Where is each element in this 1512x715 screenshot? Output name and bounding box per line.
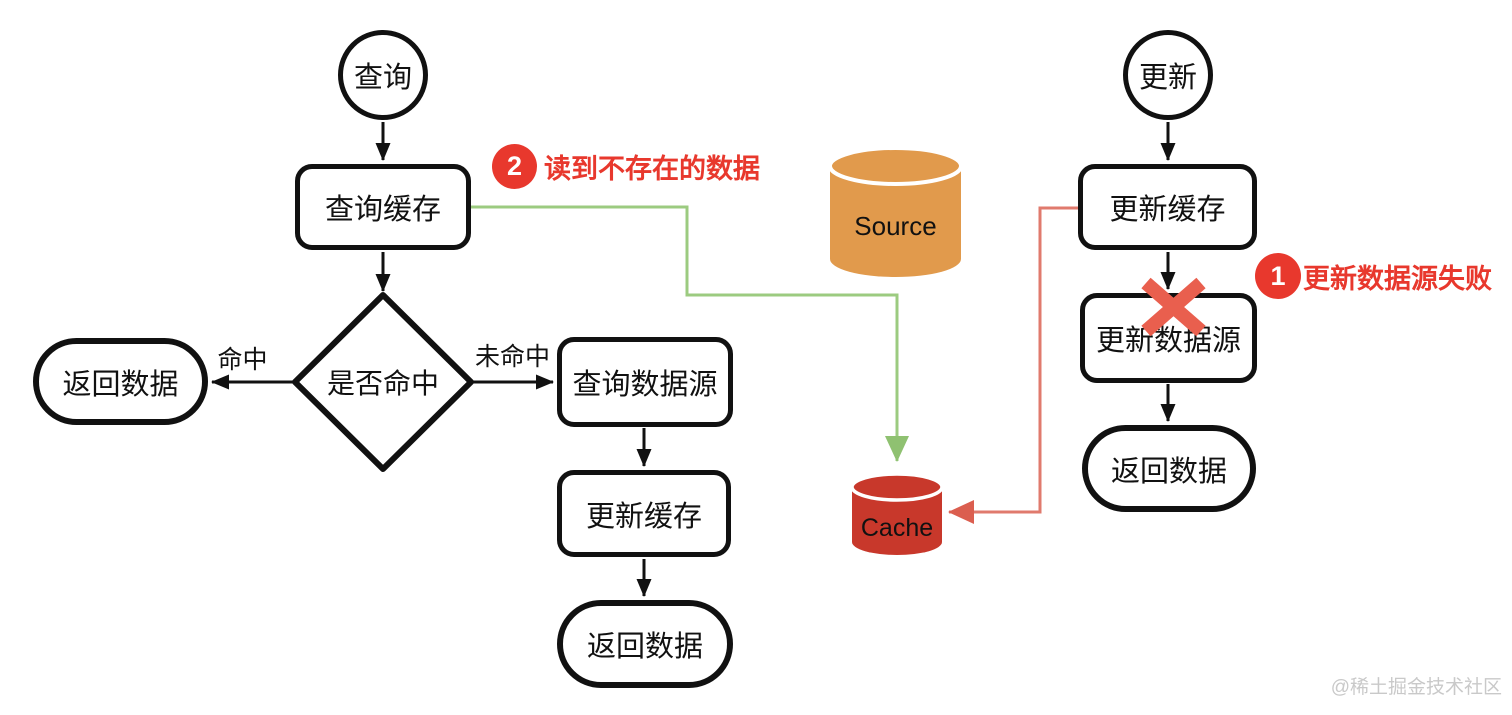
source-cylinder-label: Source [854,210,937,241]
edge-updatecache-to-cache-red [948,206,1080,524]
edge-querycache-to-cache-green [471,205,909,462]
decision-label: 是否命中 [326,368,439,399]
failure-x-icon [1141,277,1206,337]
return-data-left-node: 返回数据 [33,338,208,425]
miss-branch-label: 未命中 [474,343,550,371]
annotation-text-read-missing: 读到不存在的数据 [544,154,760,184]
update-cache-right-node: 更新缓存 [1078,164,1257,250]
decision-diamond-shape [292,292,474,472]
annotation-badge-1: 1 [1255,253,1301,299]
start-query-node: 查询 [338,30,428,120]
update-cache-mid-node: 更新缓存 [557,470,731,557]
watermark: @稀土掘金技术社区 [1330,677,1502,698]
query-source-node: 查询数据源 [557,337,733,427]
annotation-badge-2: 2 [492,144,537,189]
cache-cylinder-label: Cache [860,513,934,542]
start-update-node: 更新 [1123,30,1213,120]
hit-branch-label: 命中 [217,346,268,374]
cache-cylinder [850,472,944,555]
return-data-mid-node: 返回数据 [557,600,733,688]
return-data-right-node: 返回数据 [1082,425,1256,512]
source-cylinder [828,146,963,277]
query-cache-node: 查询缓存 [295,164,471,250]
annotation-text-update-failed: 更新数据源失败 [1303,263,1492,294]
